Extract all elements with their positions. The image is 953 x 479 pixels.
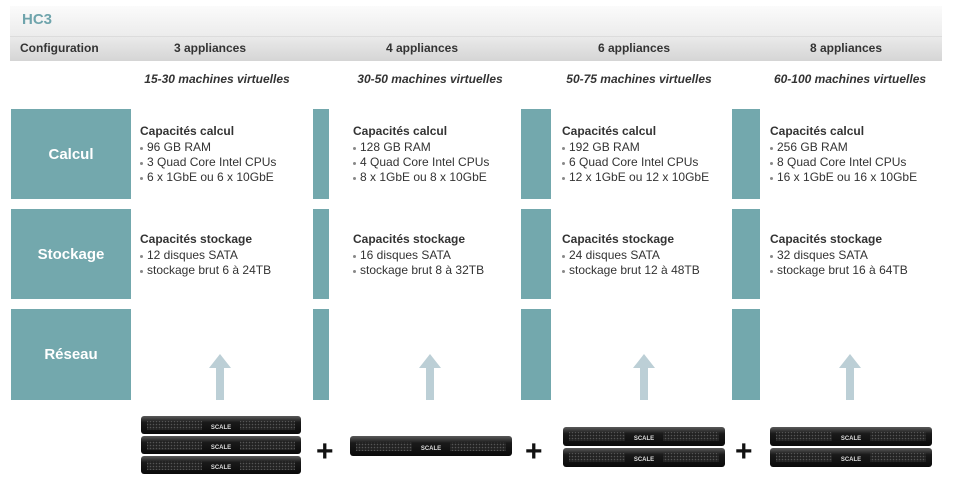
storage-spec-6: Capacités stockage 24 disques SATA stock… [562,232,700,278]
plus-icon: + [735,435,753,468]
compute-item: 4 Quad Core Intel CPUs [353,155,489,170]
server-icon: SCALE [563,448,725,467]
compute-item: 128 GB RAM [353,140,489,155]
up-arrow-icon [419,354,441,400]
server-stack-6: SCALE SCALE [563,427,725,467]
vm-range-8: 60-100 machines virtuelles [773,72,927,86]
server-brand-label: SCALE [211,425,231,431]
server-icon: SCALE [141,456,301,474]
row-label-reseau: Réseau [11,309,131,400]
vm-range-3: 15-30 machines virtuelles [144,72,290,86]
compute-item: 6 Quad Core Intel CPUs [562,155,709,170]
strip-stockage-6 [521,209,551,299]
compute-item: 192 GB RAM [562,140,709,155]
plus-icon: + [525,435,543,468]
strip-stockage-8 [732,209,760,299]
compute-item: 8 Quad Core Intel CPUs [770,155,917,170]
compute-title: Capacités calcul [770,124,865,138]
compute-title: Capacités calcul [140,124,235,138]
compute-title: Capacités calcul [353,124,448,138]
storage-item: 24 disques SATA [562,248,700,263]
storage-spec-4: Capacités stockage 16 disques SATA stock… [353,232,484,278]
column-header-3: 3 appliances [173,41,247,55]
storage-item: stockage brut 8 à 32TB [353,263,484,278]
server-icon: SCALE [350,436,512,456]
storage-item: stockage brut 12 à 48TB [562,263,700,278]
compute-item: 16 x 1GbE ou 16 x 10GbE [770,170,917,185]
row-label-calcul-text: Calcul [48,145,94,163]
compute-item: 3 Quad Core Intel CPUs [140,155,276,170]
storage-item: 16 disques SATA [353,248,484,263]
vm-range-6: 50-75 machines virtuelles [566,72,712,86]
strip-calcul-8 [732,109,760,199]
row-label-calcul: Calcul [11,109,131,199]
storage-item: stockage brut 6 à 24TB [140,263,271,278]
configuration-header: Configuration [20,41,99,55]
storage-item: stockage brut 16 à 64TB [770,263,908,278]
storage-item: 32 disques SATA [770,248,908,263]
column-header-8: 8 appliances [809,41,883,55]
server-brand-label: SCALE [841,457,861,463]
server-icon: SCALE [563,427,725,446]
up-arrow-icon [209,354,231,400]
server-icon: SCALE [770,427,932,446]
compute-title: Capacités calcul [562,124,657,138]
compute-spec-6: Capacités calcul 192 GB RAM 6 Quad Core … [562,124,709,185]
page-title: HC3 [22,11,53,28]
storage-spec-3: Capacités stockage 12 disques SATA stock… [140,232,271,278]
strip-calcul-6 [521,109,551,199]
compute-spec-3: Capacités calcul 96 GB RAM 3 Quad Core I… [140,124,276,185]
compute-spec-8: Capacités calcul 256 GB RAM 8 Quad Core … [770,124,917,185]
compute-item: 6 x 1GbE ou 6 x 10GbE [140,170,276,185]
compute-spec-4: Capacités calcul 128 GB RAM 4 Quad Core … [353,124,489,185]
compute-item: 8 x 1GbE ou 8 x 10GbE [353,170,489,185]
strip-stockage-4 [313,209,329,299]
server-icon: SCALE [141,436,301,454]
strip-reseau-4 [313,309,329,400]
strip-reseau-6 [521,309,551,400]
header-bar: Configuration 3 appliances 4 appliances … [10,37,942,61]
title-bar: HC3 [10,6,942,37]
storage-title: Capacités stockage [140,232,253,246]
storage-title: Capacités stockage [562,232,675,246]
vm-range-4: 30-50 machines virtuelles [357,72,503,86]
server-stack-3: SCALE SCALE SCALE [141,416,301,474]
server-icon: SCALE [770,448,932,467]
storage-title: Capacités stockage [353,232,466,246]
storage-item: 12 disques SATA [140,248,271,263]
server-brand-label: SCALE [211,465,231,471]
row-label-stockage: Stockage [11,209,131,299]
column-header-4: 4 appliances [385,41,459,55]
up-arrow-icon [633,354,655,400]
column-header-6: 6 appliances [597,41,671,55]
server-stack-4: SCALE [350,436,512,456]
server-brand-label: SCALE [841,436,861,442]
strip-reseau-8 [732,309,760,400]
server-icon: SCALE [141,416,301,434]
server-stack-8: SCALE SCALE [770,427,932,467]
storage-title: Capacités stockage [770,232,883,246]
up-arrow-icon [839,354,861,400]
server-brand-label: SCALE [211,445,231,451]
storage-spec-8: Capacités stockage 32 disques SATA stock… [770,232,908,278]
plus-icon: + [316,435,334,468]
row-label-reseau-text: Réseau [44,346,98,363]
compute-item: 12 x 1GbE ou 12 x 10GbE [562,170,709,185]
compute-item: 256 GB RAM [770,140,917,155]
row-label-stockage-text: Stockage [37,245,105,263]
server-brand-label: SCALE [421,446,441,452]
server-brand-label: SCALE [634,436,654,442]
compute-item: 96 GB RAM [140,140,276,155]
server-brand-label: SCALE [634,457,654,463]
strip-calcul-4 [313,109,329,199]
